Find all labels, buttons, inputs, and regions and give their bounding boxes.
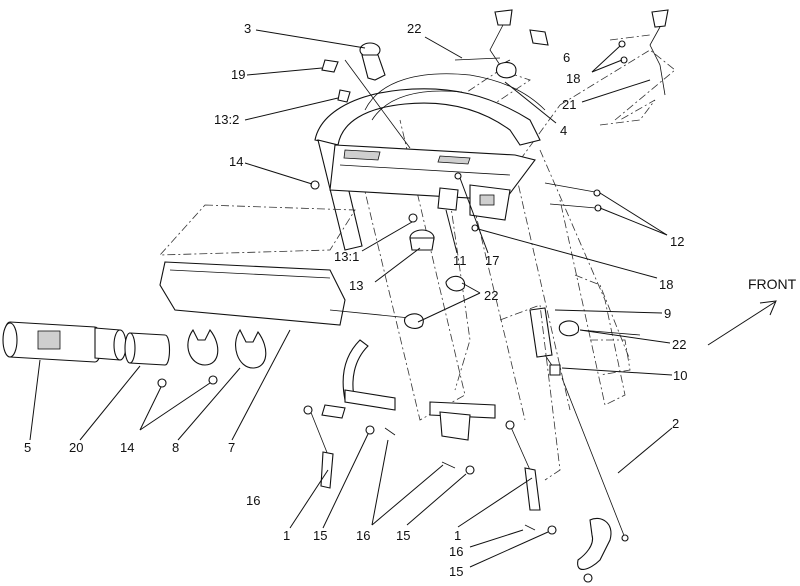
callout-6: 6 (563, 50, 570, 65)
callout-13: 13 (349, 278, 363, 293)
cover-plate (159, 204, 356, 326)
callout-18-lower: 18 (659, 277, 673, 292)
callout-22-middle: 22 (484, 288, 498, 303)
callout-13-2: 13:2 (214, 112, 239, 127)
callout-1-right: 1 (454, 528, 461, 543)
callout-3: 3 (244, 21, 251, 36)
callout-labels: 3 19 13:2 14 22 6 18 21 4 12 13:1 13 11 … (24, 21, 797, 579)
callout-16-middle: 16 (356, 528, 370, 543)
callout-11: 11 (453, 253, 467, 268)
callout-17: 17 (485, 253, 499, 268)
callout-20: 20 (69, 440, 83, 455)
parts-linework (2, 9, 676, 583)
leader-lines (29, 29, 673, 568)
callout-1-left: 1 (283, 528, 290, 543)
callout-16-left: 16 (246, 493, 260, 508)
handle-frame-outline (354, 34, 676, 421)
callout-7: 7 (228, 440, 235, 455)
top-right-levers (454, 9, 669, 96)
callout-15-bottom: 15 (449, 564, 463, 579)
callout-22-right: 22 (672, 337, 686, 352)
top-left-controls (321, 42, 411, 149)
gas-spring-assembly (499, 304, 641, 583)
callout-2: 2 (672, 416, 679, 431)
front-arrow (707, 300, 777, 346)
callout-14: 14 (229, 154, 243, 169)
callout-9: 9 (664, 306, 671, 321)
callout-4: 4 (560, 123, 567, 138)
front-label: FRONT (748, 276, 797, 292)
grip-assembly (2, 321, 267, 388)
callout-14-lower: 14 (120, 440, 134, 455)
callout-12: 12 (670, 234, 684, 249)
callout-15-left: 15 (313, 528, 327, 543)
callout-8: 8 (172, 440, 179, 455)
callout-5: 5 (24, 440, 31, 455)
callout-18: 18 (566, 71, 580, 86)
callout-21: 21 (562, 97, 576, 112)
callout-10: 10 (673, 368, 687, 383)
callout-15-middle: 15 (396, 528, 410, 543)
callout-19: 19 (231, 67, 245, 82)
callout-13-1: 13:1 (334, 249, 359, 264)
callout-16-bottom: 16 (449, 544, 463, 559)
small-hardware (365, 425, 475, 475)
curved-handle-bar (314, 73, 546, 251)
control-panel (329, 144, 536, 221)
middle-parts (310, 172, 602, 292)
callout-22: 22 (407, 21, 421, 36)
lower-frame (303, 309, 541, 511)
